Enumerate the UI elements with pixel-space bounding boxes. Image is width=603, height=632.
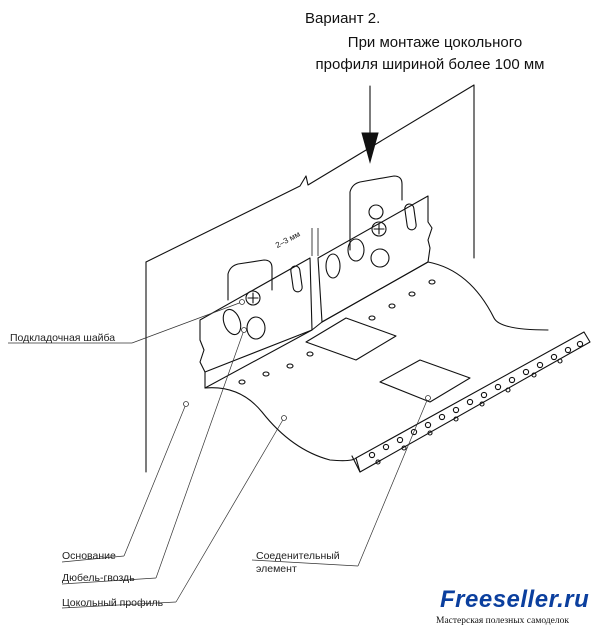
- label-connector-line2: элемент: [256, 563, 297, 575]
- connector-plate-1: [305, 317, 397, 361]
- wall-outline: [145, 84, 475, 263]
- label-connector-line1: Соеденительный: [256, 550, 340, 562]
- label-dowel: Дюбель-гвоздь: [62, 572, 135, 584]
- lip-holes: [368, 340, 584, 465]
- right-washer: [349, 175, 403, 251]
- keyhole-slot: [368, 204, 384, 220]
- label-base: Основание: [62, 550, 116, 562]
- left-flange: [199, 257, 313, 389]
- connector-plate-2: [379, 359, 471, 403]
- brand-tagline: Мастерская полезных самоделок: [436, 616, 569, 626]
- brand-logo[interactable]: Freeseller.ru: [440, 586, 590, 613]
- leader-profile: [175, 417, 285, 603]
- label-washer: Подкладочная шайба: [10, 332, 116, 344]
- profile-front-edge: [355, 331, 591, 473]
- title-line-3: профиля шириной более 100 мм: [315, 56, 545, 73]
- title-line-2: При монтаже цокольного: [347, 34, 523, 51]
- label-profile: Цокольный профиль: [62, 597, 164, 609]
- profile-shelf: [204, 261, 549, 462]
- title-line-1: Вариант 2.: [305, 10, 381, 27]
- arrow-head: [361, 132, 379, 164]
- leader-connector: [357, 397, 429, 567]
- leader-washer: [131, 301, 243, 344]
- left-washer: [227, 259, 273, 301]
- leader-dowel: [155, 329, 245, 579]
- leader-base: [123, 403, 187, 557]
- shelf-holes: [238, 279, 436, 385]
